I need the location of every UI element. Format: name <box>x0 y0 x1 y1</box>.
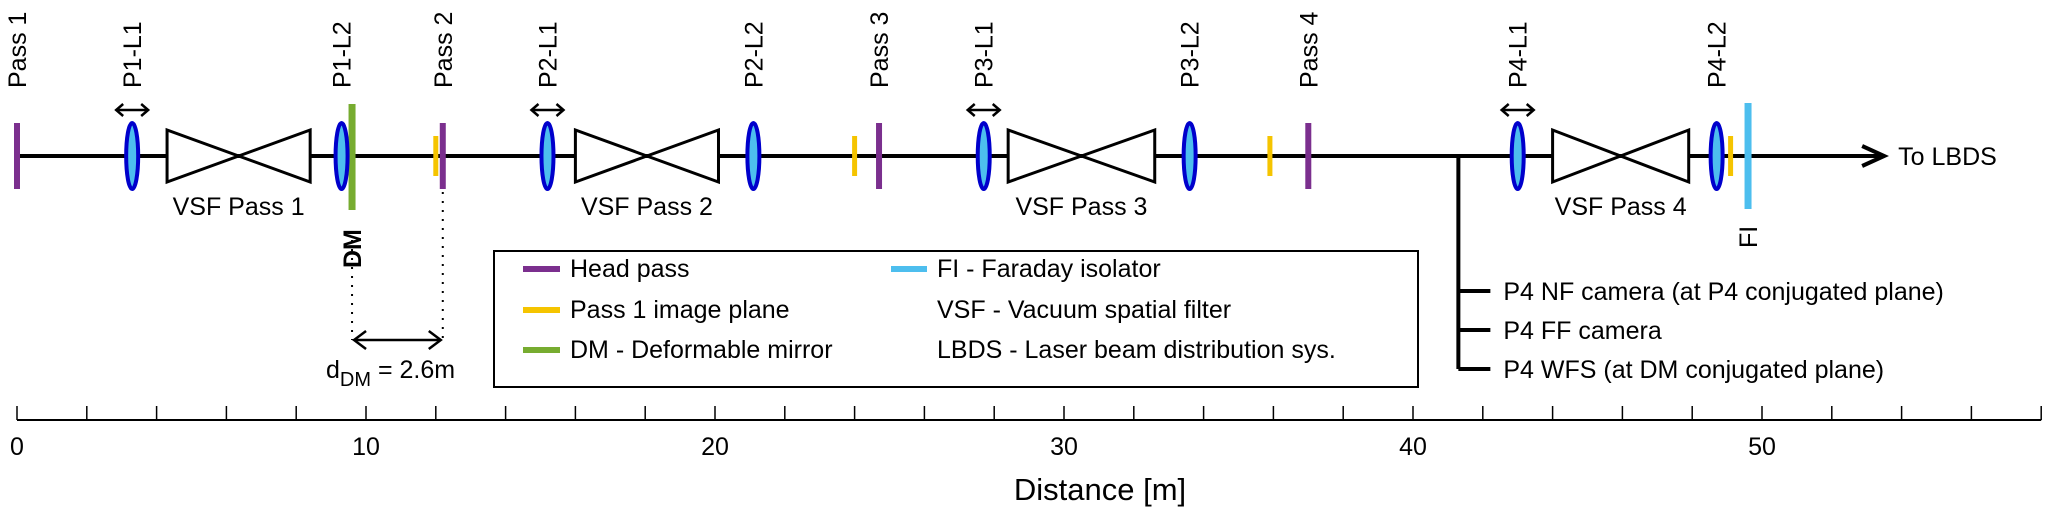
beam-destination-label: To LBDS <box>1898 143 1997 171</box>
pass-label: Pass 3 <box>866 12 894 88</box>
axis-tick-label: 30 <box>1050 433 1078 461</box>
adjust-arrowhead-right <box>1525 103 1536 117</box>
lens-label: P3-L1 <box>971 21 999 88</box>
lens-label: P4-L1 <box>1505 21 1533 88</box>
pass-label: Pass 4 <box>1295 11 1323 88</box>
vsf-label: VSF Pass 1 <box>173 193 305 221</box>
adjust-arrowhead-left <box>529 103 540 117</box>
distance-arrowhead-left <box>351 330 367 350</box>
legend-label: Head pass <box>570 255 690 283</box>
lens <box>1509 121 1526 191</box>
axis-tick-label: 10 <box>352 433 380 461</box>
axis-tick-label: 0 <box>10 433 24 461</box>
adjust-arrowhead-left <box>1499 103 1510 117</box>
legend-label: Pass 1 image plane <box>570 296 790 324</box>
distance-arrowhead-right <box>428 330 443 350</box>
camera-branch: P4 NF camera (at P4 conjugated plane) P4 … <box>1456 156 1944 384</box>
fi-label: FI <box>1735 226 1763 248</box>
branch-item-label: P4 NF camera (at P4 conjugated plane) <box>1503 278 1944 306</box>
lens-label: P4-L2 <box>1704 21 1732 88</box>
vsf-bowtie <box>1006 127 1157 185</box>
lens <box>539 121 556 191</box>
optical-elements-layer <box>14 103 1752 350</box>
adjust-arrowhead-left <box>114 103 124 117</box>
legend-label: VSF - Vacuum spatial filter <box>937 296 1231 324</box>
lens-label: P1-L1 <box>119 21 147 88</box>
branch-item-label: P4 WFS (at DM conjugated plane) <box>1503 356 1884 384</box>
adjust-arrowhead-right <box>140 103 151 117</box>
labels-layer: VSF Pass 1 VSF Pass 2 VSF Pass 3 VSF Pass 4… <box>4 11 1997 391</box>
adjust-arrowhead-right <box>991 103 1002 117</box>
vsf-bowtie <box>165 127 312 185</box>
vsf-label: VSF Pass 3 <box>1015 193 1147 221</box>
vsf-label: VSF Pass 4 <box>1555 193 1687 221</box>
vsf-bowtie <box>1551 127 1691 185</box>
distance-axis: 0 10 20 30 40 50 <box>10 406 2042 461</box>
beam-arrowhead <box>1861 144 1889 168</box>
pass-label: Pass 1 <box>4 12 32 88</box>
lens-label: P2-L1 <box>534 21 562 88</box>
axis-tick-label: 40 <box>1399 433 1427 461</box>
lens <box>745 121 762 191</box>
lens <box>124 121 141 191</box>
lens <box>975 121 992 191</box>
vsf-bowtie <box>573 127 720 185</box>
lens-label: P3-L2 <box>1177 21 1205 88</box>
distance-label: dDM = 2.6m <box>326 356 455 391</box>
lens-label: P2-L2 <box>740 21 768 88</box>
vsf-label: VSF Pass 2 <box>581 193 713 221</box>
legend-label: DM - Deformable mirror <box>570 336 833 364</box>
dm-label: DM <box>339 229 367 268</box>
axis-title: Distance [m] <box>1014 472 1186 507</box>
axis-tick-label: 20 <box>701 433 729 461</box>
axis-tick-label: 50 <box>1748 433 1776 461</box>
branch-item-label: P4 FF camera <box>1503 317 1661 345</box>
lens <box>1181 121 1198 191</box>
adjust-arrowhead-left <box>965 103 976 117</box>
legend-label: LBDS - Laser beam distribution sys. <box>937 336 1336 364</box>
lens-label: P1-L2 <box>329 21 357 88</box>
legend-box <box>493 250 1419 388</box>
lens <box>1708 121 1725 191</box>
lens <box>333 121 350 191</box>
legend-label: FI - Faraday isolator <box>937 255 1161 283</box>
adjust-arrowhead-right <box>555 103 566 117</box>
pass-label: Pass 2 <box>430 12 458 88</box>
